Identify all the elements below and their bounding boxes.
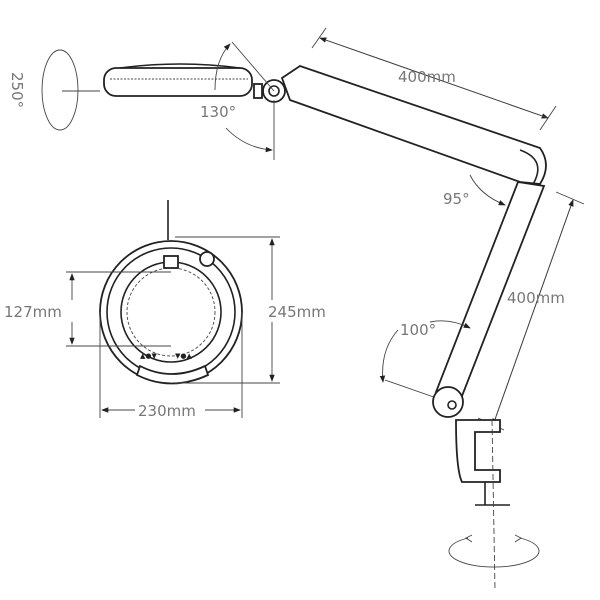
head-height-label: 245mm: [268, 303, 326, 321]
lens-diameter-label: 127mm: [4, 303, 62, 321]
table-clamp: [432, 386, 540, 591]
lamp-head-side-view: [103, 63, 286, 103]
head-rotation-indicator: 250°: [8, 49, 100, 131]
head-width-dimension: 230mm: [99, 312, 243, 420]
head-tilt-label: 130°: [200, 103, 236, 121]
elbow-angle-label: 95°: [443, 190, 470, 208]
head-rotation-label: 250°: [8, 72, 26, 108]
elbow-angle-indicator: 95°: [443, 174, 506, 208]
lens-control-left: ▲●▼: [140, 352, 157, 360]
head-height-dimension: 245mm: [175, 236, 326, 384]
head-width-label: 230mm: [138, 402, 196, 420]
base-angle-label: 100°: [400, 321, 436, 339]
lens-control-right: ▼●▲: [175, 352, 192, 360]
upper-arm-dimension: 400mm: [311, 27, 557, 131]
head-tilt-indicator: 130°: [200, 41, 275, 160]
lens-diameter-dimension: 127mm: [4, 271, 171, 347]
lower-arm-length-label: 400mm: [507, 289, 565, 307]
upper-arm-length-label: 400mm: [398, 68, 456, 86]
lamp-head-front-view: ▲●▼ ▼●▲: [99, 200, 243, 385]
